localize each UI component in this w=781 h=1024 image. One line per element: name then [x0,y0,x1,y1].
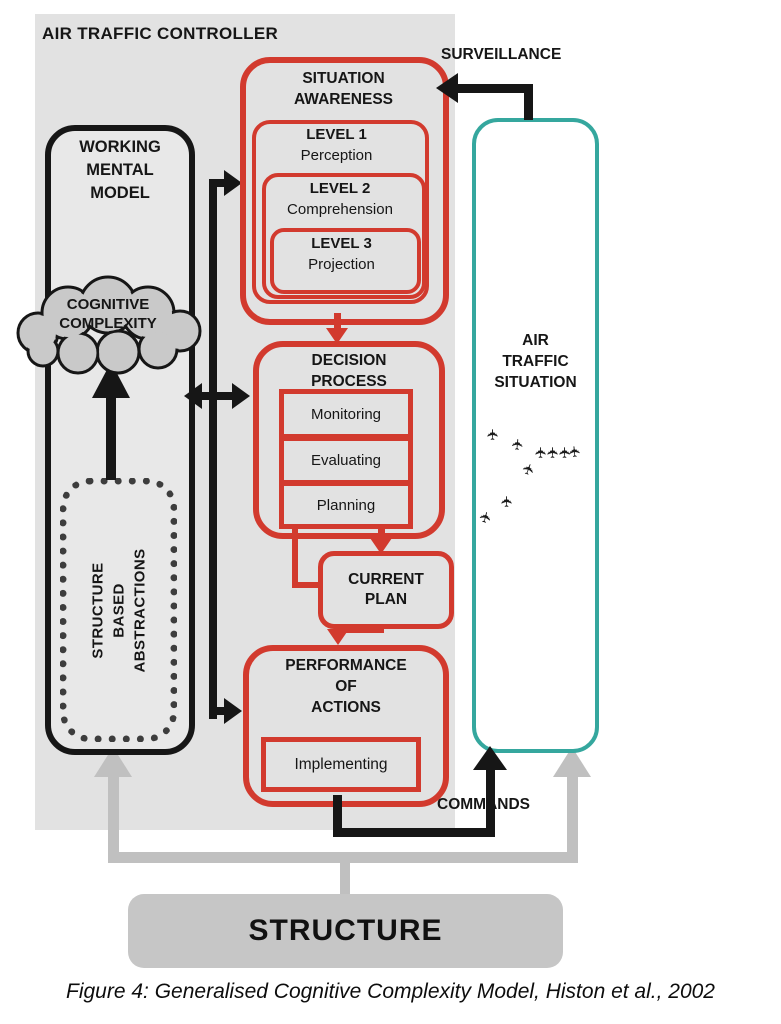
dp-loop-vertical-line [292,527,298,588]
sa-to-dp-arrowhead-icon [326,328,348,344]
spine-top-branch-line [209,179,227,187]
spine-bottom-branch-line [209,707,227,715]
performance-of-actions-title: PERFORMANCE OF ACTIONS [285,657,407,716]
commands-up-line [486,768,495,832]
surveillance-horizontal-line [452,84,532,93]
loop-to-performance-arrowhead-icon [327,629,349,645]
cloud-icon [16,275,202,375]
air-traffic-situation-title: AIR TRAFFIC SITUATION [494,332,577,391]
structure-stub-line [340,860,350,896]
dp-loop-horizontal-line [292,582,338,588]
surveillance-arrowhead-icon [436,73,458,103]
level-3-label: LEVEL 3 [311,235,372,252]
level-2-label: LEVEL 2 [309,180,371,197]
decision-process-box [253,341,445,539]
dp-to-cp-line [378,527,385,541]
working-mental-model-title: WORKING MENTAL MODEL [79,138,161,202]
abstractions-to-complexity-line [106,396,116,480]
level-2-box [262,173,426,299]
spine-to-mental-model-arrowhead-icon [184,383,202,409]
level-3-sublabel: Projection [308,256,375,273]
level-1-sublabel: Perception [300,147,373,164]
cp-to-loop-line [338,627,384,633]
commands-label: COMMANDS [437,796,530,813]
dp-to-cp-arrowhead-icon [370,538,392,554]
decision-process-title: DECISION PROCESS [311,352,387,390]
structure-based-abstractions-title: STRUCTURE BASED ABSTRACTIONS [89,548,148,672]
structure-feed-right-line [567,775,578,863]
structure-feed-left-line [108,775,119,863]
level-1-label: LEVEL 1 [306,126,367,143]
structure-based-abstractions-box: STRUCTURE BASED ABSTRACTIONS [60,478,177,742]
figure-caption: Figure 4: Generalised Cognitive Complexi… [66,980,715,1003]
implementing-box: Implementing [261,737,421,792]
structure-feed-horizontal-line [108,852,578,863]
level-1-box [252,120,429,304]
situation-awareness-box [240,57,449,325]
planning-box: Planning [279,481,413,529]
current-plan-box: CURRENT PLAN [318,551,454,629]
commands-horizontal-line [333,828,495,837]
cognitive-complexity-title: COGNITIVE COMPLEXITY [59,296,157,332]
air-traffic-situation-box [472,118,599,753]
performance-of-actions-box [243,645,449,807]
spine-to-decision-process-arrowhead-icon [232,383,250,409]
mental-model-spine-line [209,179,217,719]
commands-down-line [333,795,342,837]
spine-to-situation-awareness-arrowhead-icon [224,170,242,196]
structure-box: STRUCTURE [128,894,563,968]
evaluating-box: Evaluating [279,436,413,485]
sa-to-dp-line [334,313,341,331]
level-2-sublabel: Comprehension [287,201,393,218]
air-traffic-controller-title: AIR TRAFFIC CONTROLLER [42,24,279,43]
commands-arrowhead-icon [473,746,507,770]
situation-awareness-title: SITUATION AWARENESS [293,70,394,108]
surveillance-label: SURVEILLANCE [441,46,562,63]
surveillance-vertical-line [524,84,533,120]
spine-to-performance-arrowhead-icon [224,698,242,724]
monitoring-box: Monitoring [279,389,413,439]
level-3-box [270,228,421,294]
cognitive-complexity-cloud [8,263,210,375]
spine-middle-branch-line [196,392,232,400]
